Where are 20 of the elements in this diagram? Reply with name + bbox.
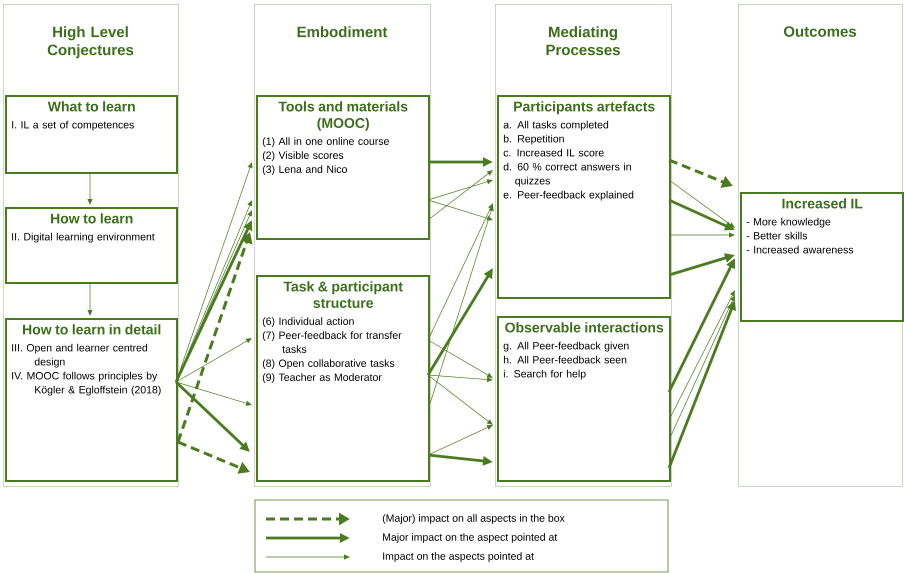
content-box: Participants artefacts a. All tasks completed b. Repetition c. Increased IL score d. 60 % correct answers in quizzes e. Peer-feedback explained	[497, 95, 671, 299]
arrow	[176, 338, 252, 382]
arrow	[668, 180, 735, 228]
content-box: How to learn in detail III. Open and learner centred design IV. MOOC follows principles by Kögler & Egloffstein (2018)	[5, 318, 178, 482]
arrow	[428, 340, 493, 378]
legend-text: Major impact on the aspect pointed at	[383, 533, 558, 543]
content-box: How to learn II. Digital learning environment	[5, 207, 178, 284]
content-box: Task & participant structure (6) Individual action (7) Peer-feedback for transfer tasks (8) Open collaborative tasks (9) Teacher as Moderator	[256, 275, 430, 482]
content-box: What to learn I. IL a set of competences	[5, 95, 178, 174]
content-box: Observable interactions g. All Peer-feedback given h. All Peer-feedback seen i. Search for help	[497, 316, 671, 482]
legend-text: (Major) impact on all aspects in the box	[382, 514, 565, 524]
arrow	[428, 425, 493, 456]
arrow	[428, 170, 493, 220]
content-box: Tools and materials (MOOC) (1) All in one online course (2) Visible scores (3) Lena and Nico	[256, 95, 430, 240]
legend-text: Impact on the aspects pointed at	[383, 552, 534, 562]
arrow	[668, 290, 735, 420]
arrow	[668, 295, 735, 440]
arrow	[428, 203, 493, 340]
content-box: Increased IL - More knowledge - Better skills - Increased awareness	[740, 192, 904, 322]
arrow	[428, 374, 493, 425]
